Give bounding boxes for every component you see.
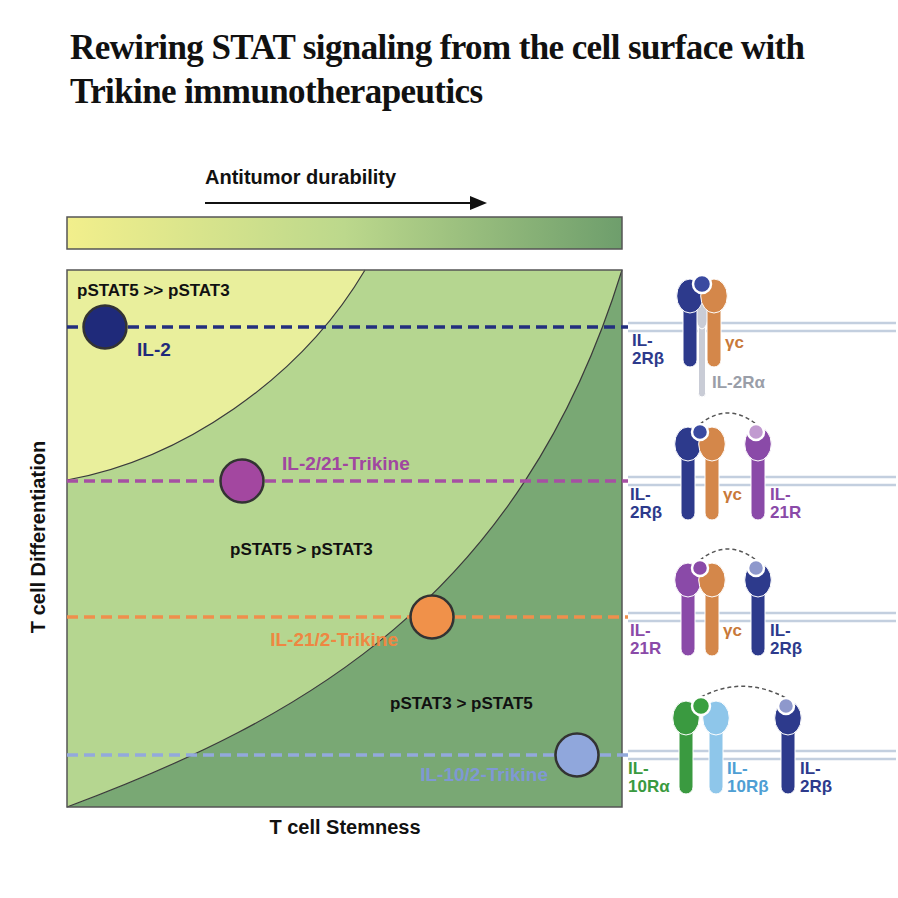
receptor-label: IL- 2Rβ bbox=[770, 622, 816, 658]
arrow-head bbox=[470, 196, 487, 210]
linker-arc bbox=[701, 686, 786, 698]
receptor-illustration bbox=[628, 556, 896, 666]
trikine-circle bbox=[554, 732, 600, 778]
cell-membrane bbox=[628, 758, 896, 761]
receptor-chain bbox=[673, 701, 700, 794]
zone-fill bbox=[67, 270, 622, 807]
receptor-label: IL- 10Rβ bbox=[727, 760, 775, 796]
receptor-label: IL- 10Rα bbox=[628, 760, 676, 796]
receptor-label: IL- 2Rβ bbox=[800, 760, 846, 796]
zone-boundary bbox=[67, 270, 365, 480]
trikine-circle bbox=[82, 304, 128, 350]
receptor-complex: IL- 21R γc IL- 2Rβ bbox=[628, 556, 896, 666]
receptor-chain bbox=[675, 427, 702, 520]
dashed-guide bbox=[67, 325, 83, 329]
receptor-chain bbox=[703, 701, 730, 794]
receptor-label: IL- 21R bbox=[630, 622, 676, 658]
trikine-node: IL-2/21-Trikine bbox=[219, 458, 265, 504]
receptor-label: IL- 2Rβ bbox=[632, 332, 678, 368]
zone-label: pSTAT5 > pSTAT3 bbox=[230, 541, 373, 560]
cytokine-ligand bbox=[748, 560, 764, 576]
dashed-guide bbox=[67, 753, 555, 757]
trikine-node: IL-2 bbox=[82, 304, 128, 350]
linker-arc bbox=[700, 413, 756, 424]
receptor-label: IL-2Rα bbox=[712, 374, 765, 392]
cytokine-label: IL-21/2-Trikine bbox=[270, 630, 398, 651]
dashed-connector bbox=[455, 615, 628, 619]
figure-title: Rewiring STAT signaling from the cell su… bbox=[70, 26, 860, 114]
receptor-label: IL- 21R bbox=[770, 486, 816, 522]
gradient-bar bbox=[67, 217, 622, 249]
zone-label: pSTAT5 >> pSTAT3 bbox=[77, 282, 230, 301]
cell-membrane bbox=[628, 330, 896, 333]
receptor-illustration bbox=[628, 694, 896, 816]
cytokine-label: IL-10/2-Trikine bbox=[420, 765, 548, 786]
dashed-guide bbox=[67, 479, 220, 483]
trikine-circle bbox=[409, 594, 455, 640]
zone-boundary bbox=[67, 270, 622, 807]
cytokine-label: IL-2/21-Trikine bbox=[282, 454, 410, 475]
trikine-circle bbox=[219, 458, 265, 504]
cytokine-ligand bbox=[693, 275, 711, 293]
receptor-illustration bbox=[628, 420, 896, 530]
cytokine-ligand bbox=[692, 424, 708, 440]
linker-arc bbox=[700, 549, 756, 560]
trikine-node: IL-10/2-Trikine bbox=[554, 732, 600, 778]
trikine-node: IL-21/2-Trikine bbox=[409, 594, 455, 640]
receptor-label: γc bbox=[725, 334, 765, 352]
cell-membrane bbox=[628, 322, 896, 325]
receptor-complex: IL- 2Rβ γc IL- 21R bbox=[628, 420, 896, 530]
cytokine-ligand bbox=[748, 424, 764, 440]
cytokine-ligand bbox=[778, 698, 794, 714]
receptor-complex: IL- 10Rα IL- 10Rβ IL- 2Rβ bbox=[628, 694, 896, 816]
zone-fill bbox=[67, 270, 622, 807]
cytokine-ligand bbox=[692, 560, 708, 576]
plot-border bbox=[67, 270, 622, 807]
trikine-dot bbox=[556, 734, 599, 777]
receptor-label: γc bbox=[723, 622, 753, 640]
dashed-connector bbox=[128, 325, 628, 329]
receptor-complex: IL- 2Rβ γcIL-2Rα bbox=[628, 272, 896, 402]
cell-membrane bbox=[628, 750, 896, 753]
zone-label: pSTAT3 > pSTAT5 bbox=[390, 695, 533, 714]
x-axis-label: T cell Stemness bbox=[269, 816, 420, 838]
dashed-connector bbox=[265, 479, 628, 483]
dashed-guide bbox=[67, 615, 410, 619]
cytokine-label: IL-2 bbox=[137, 340, 171, 361]
receptor-chain bbox=[699, 563, 726, 656]
receptor-label: γc bbox=[723, 486, 753, 504]
durability-arrow bbox=[205, 202, 472, 204]
dashed-connector bbox=[600, 753, 628, 757]
trikine-dot bbox=[411, 596, 454, 639]
y-axis-label: T cell Differentiation bbox=[27, 441, 49, 633]
receptor-chain bbox=[675, 563, 702, 656]
axis-arrow-label: Antitumor durability bbox=[205, 166, 396, 188]
receptor-chain bbox=[699, 427, 726, 520]
trikine-dot bbox=[221, 460, 264, 503]
cytokine-ligand bbox=[692, 697, 710, 715]
trikine-dot bbox=[84, 306, 127, 349]
receptor-label: IL- 2Rβ bbox=[630, 486, 676, 522]
